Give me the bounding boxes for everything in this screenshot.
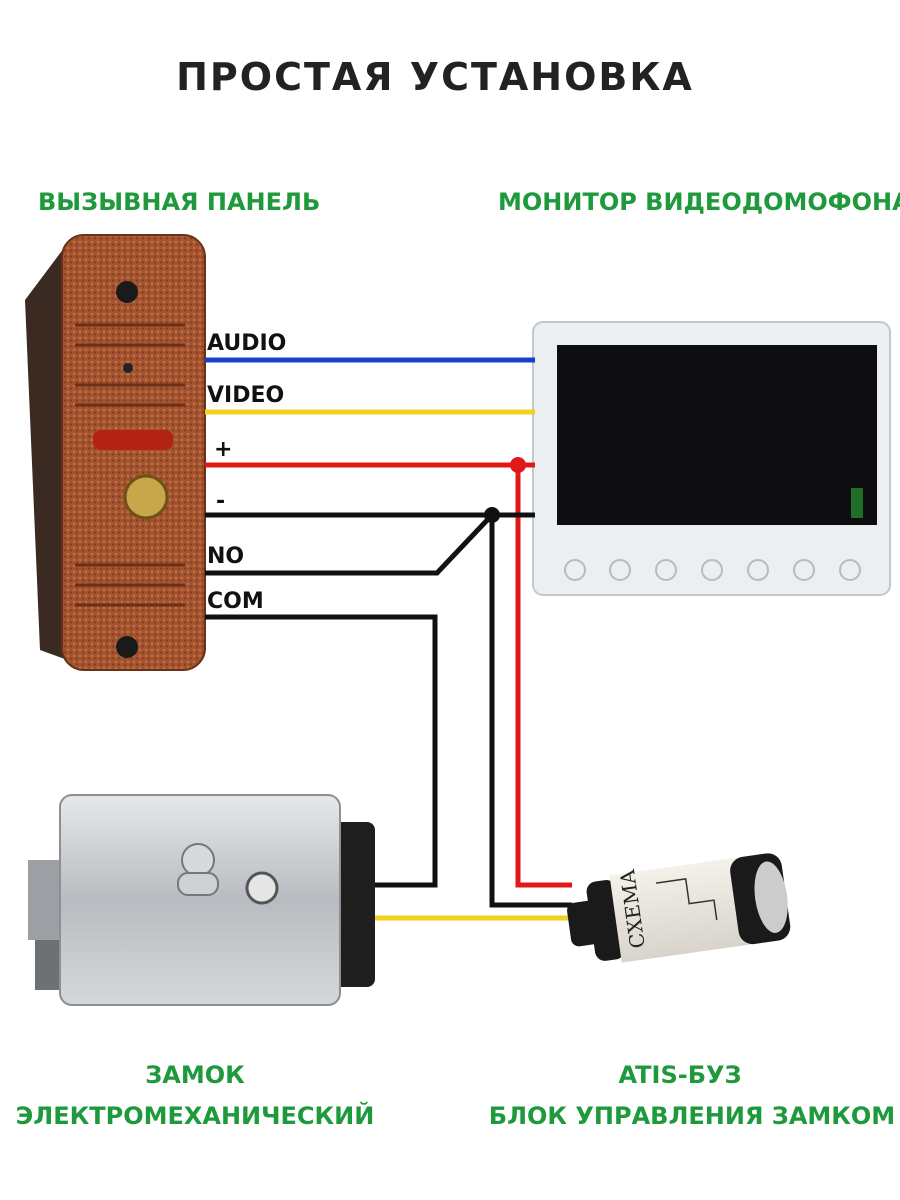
no-label: NO [207,544,244,569]
video-label: VIDEO [207,383,284,408]
lock-controller-image: CXEMA [567,853,791,963]
audio-label: AUDIO [207,331,286,356]
lock-image [28,794,375,1006]
ground-branch-wire [489,515,572,908]
wiring [205,357,572,921]
controller-label-line1: ATIS-БУЗ [618,1061,741,1089]
monitor-image [532,321,891,596]
call-panel-label: ВЫЗЫВНАЯ ПАНЕЛЬ [38,188,320,216]
com-label: COM [207,589,264,614]
lock-label-line2: ЭЛЕКТРОМЕХАНИЧЕСКИЙ [16,1101,375,1130]
page-title: ПРОСТАЯ УСТАНОВКА [176,55,694,99]
power-junction [510,457,526,473]
monitor-label: МОНИТОР ВИДЕОДОМОФОНА [498,188,900,216]
lock-label-line1: ЗАМОК [145,1061,245,1089]
plus-label: + [214,437,232,462]
no-wire [205,513,494,576]
minus-label: - [216,489,225,514]
ground-junction [484,507,500,523]
call-panel-image [25,234,206,671]
power-branch-wire [515,465,572,888]
controller-label-line2: БЛОК УПРАВЛЕНИЯ ЗАМКОМ [489,1102,895,1130]
com-wire [205,614,438,888]
